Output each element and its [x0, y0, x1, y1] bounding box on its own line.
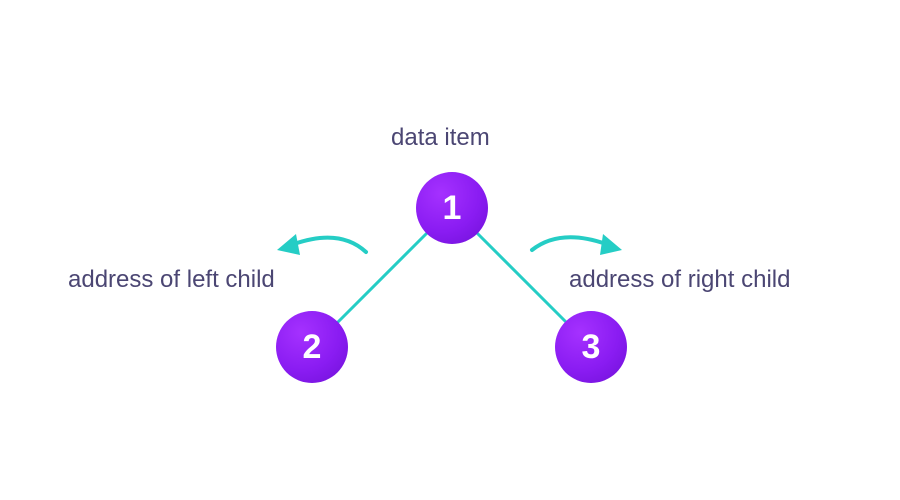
right-pointer-arrow-head	[600, 234, 622, 255]
left-child-address-label: address of left child	[68, 266, 275, 293]
left-pointer-arrow-head	[277, 234, 300, 255]
left-pointer-arrow-curve	[292, 235, 368, 254]
edge-root-to-right	[474, 230, 568, 324]
data-item-label: data item	[391, 124, 490, 151]
edge-root-to-left	[336, 230, 430, 324]
tree-node-left: 2	[276, 311, 348, 383]
right-child-address-label: address of right child	[569, 266, 791, 293]
tree-node-root: 1	[416, 172, 488, 244]
tree-node-right: 3	[555, 311, 627, 383]
right-pointer-arrow-curve	[530, 235, 608, 252]
